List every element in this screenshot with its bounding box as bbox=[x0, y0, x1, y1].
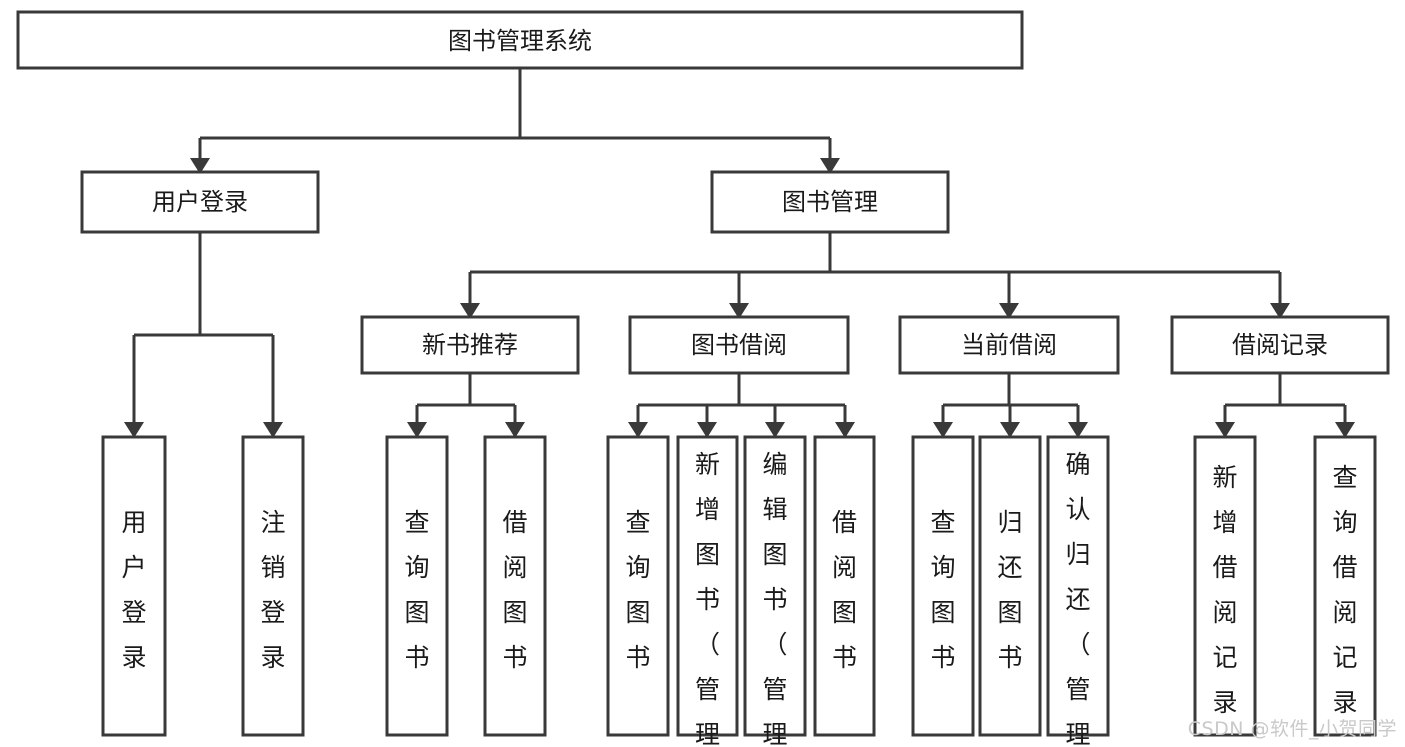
node-book-borrow-box[interactable] bbox=[628, 315, 850, 375]
node-leaf-query-borrow-record-box[interactable] bbox=[1313, 435, 1377, 737]
node-leaf-return-book-box[interactable] bbox=[978, 435, 1042, 737]
arrowhead-icon bbox=[933, 422, 953, 438]
node-leaf-query-borrow-record-label: 查询借阅记录 bbox=[1332, 463, 1357, 717]
node-new-book-recommend[interactable]: 新书推荐 bbox=[360, 315, 580, 375]
connector-layer bbox=[124, 68, 1355, 438]
node-leaf-query-borrow-record[interactable]: 查询借阅记录 bbox=[1313, 435, 1377, 737]
arrowhead-icon bbox=[190, 158, 210, 174]
node-leaf-confirm-return-label: 确认归还（管理员） bbox=[1065, 450, 1090, 747]
node-leaf-query-book-2-box[interactable] bbox=[606, 435, 670, 737]
arrowhead-icon bbox=[729, 303, 749, 319]
node-book-borrow[interactable]: 图书借阅 bbox=[628, 315, 850, 375]
node-leaf-add-book[interactable]: 新增图书（管理员） bbox=[676, 435, 739, 747]
node-root-box[interactable] bbox=[16, 10, 1024, 70]
node-leaf-confirm-return[interactable]: 确认归还（管理员） bbox=[1046, 435, 1110, 747]
node-current-borrow[interactable]: 当前借阅 bbox=[898, 315, 1120, 375]
node-leaf-query-book-1[interactable]: 查询图书 bbox=[385, 435, 449, 737]
node-leaf-logout-label: 注销登录 bbox=[260, 508, 285, 672]
arrowhead-icon bbox=[1270, 303, 1290, 319]
node-book-manage-box[interactable] bbox=[710, 170, 950, 234]
node-leaf-borrow-book-1-box[interactable] bbox=[483, 435, 547, 737]
arrowhead-icon bbox=[1000, 422, 1020, 438]
arrowhead-icon bbox=[505, 422, 525, 438]
node-leaf-edit-book-label: 编辑图书（管理员） bbox=[762, 450, 787, 747]
node-leaf-logout-box[interactable] bbox=[241, 435, 305, 737]
node-leaf-query-book-3[interactable]: 查询图书 bbox=[911, 435, 975, 737]
node-leaf-query-book-3-box[interactable] bbox=[911, 435, 975, 737]
node-leaf-borrow-book-2[interactable]: 借阅图书 bbox=[813, 435, 876, 737]
leaf-layer: 用户登录 注销登录 查询图书 借阅图书 查询图书 新增图书（管理员） 编辑图书（管理员） 借阅… bbox=[101, 435, 1377, 747]
node-book-borrow-label: 图书借阅 bbox=[691, 331, 787, 359]
node-leaf-query-book-2[interactable]: 查询图书 bbox=[606, 435, 670, 737]
csdn-watermark: CSDN @软件_小贺同学 bbox=[1187, 718, 1397, 740]
node-leaf-query-book-2-label: 查询图书 bbox=[625, 508, 650, 672]
node-leaf-borrow-book-1[interactable]: 借阅图书 bbox=[483, 435, 547, 737]
node-leaf-edit-book-box[interactable] bbox=[743, 435, 807, 737]
node-borrow-record-box[interactable] bbox=[1170, 315, 1390, 375]
arrowhead-icon bbox=[999, 303, 1019, 319]
node-leaf-add-book-label: 新增图书（管理员） bbox=[695, 450, 720, 747]
node-new-book-recommend-label: 新书推荐 bbox=[422, 331, 518, 359]
arrowhead-icon bbox=[407, 422, 427, 438]
node-leaf-user-login-box[interactable] bbox=[101, 435, 167, 737]
node-leaf-user-login[interactable]: 用户登录 bbox=[101, 435, 167, 737]
arrowhead-icon bbox=[835, 422, 855, 438]
node-leaf-edit-book[interactable]: 编辑图书（管理员） bbox=[743, 435, 807, 747]
arrowhead-icon bbox=[1335, 422, 1355, 438]
node-current-borrow-box[interactable] bbox=[898, 315, 1120, 375]
node-leaf-borrow-book-1-label: 借阅图书 bbox=[502, 508, 527, 672]
node-user-login-box[interactable] bbox=[80, 170, 320, 234]
arrowhead-icon bbox=[263, 422, 283, 438]
node-user-login-label: 用户登录 bbox=[152, 188, 248, 216]
node-root[interactable]: 图书管理系统 bbox=[16, 10, 1024, 70]
node-leaf-add-borrow-record-label: 新增借阅记录 bbox=[1212, 463, 1237, 717]
arrowhead-icon bbox=[1215, 422, 1235, 438]
node-current-borrow-label: 当前借阅 bbox=[961, 331, 1057, 359]
node-leaf-logout[interactable]: 注销登录 bbox=[241, 435, 305, 737]
node-leaf-user-login-label: 用户登录 bbox=[121, 508, 146, 672]
node-leaf-add-book-box[interactable] bbox=[676, 435, 739, 737]
node-leaf-borrow-book-2-box[interactable] bbox=[813, 435, 876, 737]
node-leaf-return-book[interactable]: 归还图书 bbox=[978, 435, 1042, 737]
node-leaf-return-book-label: 归还图书 bbox=[997, 508, 1022, 672]
arrowhead-icon bbox=[460, 303, 480, 319]
arrowhead-icon bbox=[1068, 422, 1088, 438]
node-leaf-query-book-1-box[interactable] bbox=[385, 435, 449, 737]
node-leaf-query-book-1-label: 查询图书 bbox=[404, 508, 429, 672]
arrowhead-icon bbox=[628, 422, 648, 438]
node-leaf-add-borrow-record[interactable]: 新增借阅记录 bbox=[1193, 435, 1257, 737]
node-book-manage[interactable]: 图书管理 bbox=[710, 170, 950, 234]
node-borrow-record-label: 借阅记录 bbox=[1232, 331, 1328, 359]
arrowhead-icon bbox=[820, 158, 840, 174]
node-user-login[interactable]: 用户登录 bbox=[80, 170, 320, 234]
arrowhead-icon bbox=[765, 422, 785, 438]
node-root-label: 图书管理系统 bbox=[448, 27, 592, 55]
node-leaf-query-book-3-label: 查询图书 bbox=[930, 508, 955, 672]
node-leaf-borrow-book-2-label: 借阅图书 bbox=[832, 508, 857, 672]
node-borrow-record[interactable]: 借阅记录 bbox=[1170, 315, 1390, 375]
node-leaf-confirm-return-box[interactable] bbox=[1046, 435, 1110, 737]
node-book-manage-label: 图书管理 bbox=[782, 188, 878, 216]
arrowhead-icon bbox=[124, 422, 144, 438]
arrowhead-icon bbox=[697, 422, 717, 438]
node-leaf-add-borrow-record-box[interactable] bbox=[1193, 435, 1257, 737]
node-new-book-recommend-box[interactable] bbox=[360, 315, 580, 375]
